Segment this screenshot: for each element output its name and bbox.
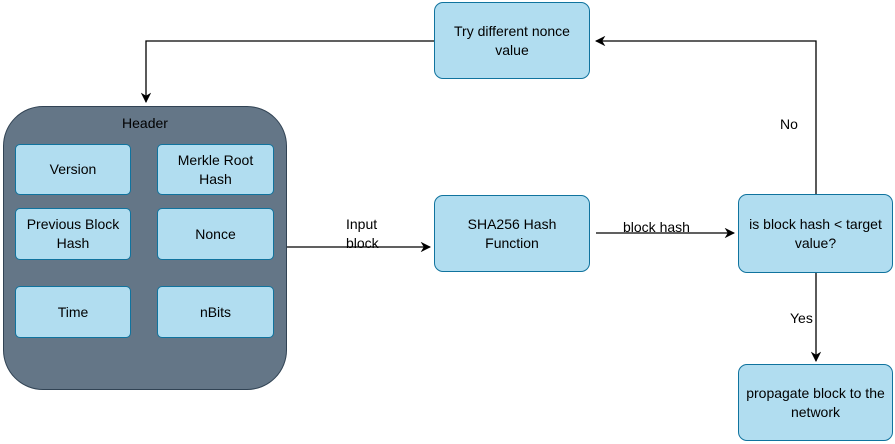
field-version-label: Version [49,161,97,177]
edge-decision-to-nonce [594,35,817,194]
field-time-label: Time [57,303,89,320]
edge-label-input: Input [346,216,378,232]
edge-label-block: block [346,235,379,251]
sha256-label: SHA256 Hash Function [467,215,557,251]
propagate-label: propagate block to the network [746,384,885,420]
field-previous-block-hash-label: Previous Block Hash [26,216,120,251]
header-title: Header [122,115,168,131]
propagate-node: propagate block to the network [738,364,893,441]
decision-node: is block hash < target value? [738,194,893,273]
field-merkle-root-hash: Merkle Root Hash [157,144,274,195]
field-previous-block-hash: Previous Block Hash [15,208,131,260]
edge-label-block-hash: block hash [623,219,690,235]
edge-label-yes: Yes [790,310,813,327]
field-nbits-label: nBits [199,303,232,320]
field-nonce-label: Nonce [195,225,236,242]
field-nbits: nBits [157,286,274,338]
decision-label: is block hash < target value? [749,215,882,251]
field-merkle-root-hash-label: Merkle Root Hash [177,151,254,187]
field-nonce: Nonce [157,208,274,260]
edge-nonce-to-header [140,40,434,104]
field-version: Version [15,144,131,195]
edge-label-no: No [780,116,798,133]
field-time: Time [15,286,131,338]
sha256-node: SHA256 Hash Function [434,195,590,272]
try-nonce-node: Try different nonce value [434,2,590,79]
try-nonce-label: Try different nonce value [454,22,570,58]
